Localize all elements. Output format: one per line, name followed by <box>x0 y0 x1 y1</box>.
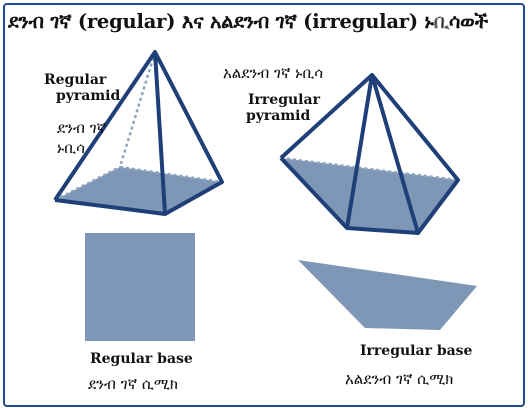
regular-pyramid-label-line1: Regular <box>44 72 107 88</box>
irregular-pyramid-edge-2 <box>370 74 420 234</box>
irregular-pyramid-base <box>281 158 458 233</box>
regular-pyramid-hidden-edge <box>118 51 157 168</box>
irregular-pyramid-label-line2: pyramid <box>246 108 311 124</box>
irregular-pyramid-label: Irregular pyramid <box>246 92 320 124</box>
regular-base-label: Regular base <box>90 351 193 367</box>
regular-pyramid-amharic-line2: ኑቢሳ <box>57 139 85 157</box>
regular-pyramid-amharic-label: ደንብ ገኛ ኑቢሳ <box>57 118 106 158</box>
regular-pyramid-label-line2: pyramid <box>56 88 121 104</box>
regular-pyramid-outline <box>53 50 224 216</box>
irregular-pyramid-outline <box>279 73 460 235</box>
irregular-pyramid-label-line1: Irregular <box>248 92 320 108</box>
regular-pyramid-hidden-base-edge-2 <box>119 165 223 184</box>
irregular-base-label: Irregular base <box>360 343 473 359</box>
regular-pyramid-base <box>55 167 222 214</box>
regular-pyramid <box>53 50 224 216</box>
page-title: ደንብ ገኛ (regular) እና አልደንብ ገኛ (irregular)… <box>8 10 489 33</box>
regular-pyramid-amharic-line1: ደንብ ገኛ <box>57 119 107 137</box>
irregular-base-quadrilateral <box>298 260 477 330</box>
regular-pyramid-front-edge <box>153 51 167 215</box>
irregular-base-amharic-label: አልደንብ ገኛ ሲሚክ <box>345 370 454 388</box>
irregular-pyramid <box>279 73 460 235</box>
regular-pyramid-label: Regular pyramid <box>44 72 120 104</box>
irregular-pyramid-amharic-label: አልደንብ ገኛ ኑቢሳ <box>223 64 324 82</box>
regular-base-amharic-label: ደንብ ገኛ ሲሚክ <box>88 375 179 393</box>
irregular-pyramid-edge-1 <box>345 74 374 229</box>
regular-base-square <box>85 233 195 341</box>
regular-pyramid-hidden-base-edge <box>54 165 121 202</box>
